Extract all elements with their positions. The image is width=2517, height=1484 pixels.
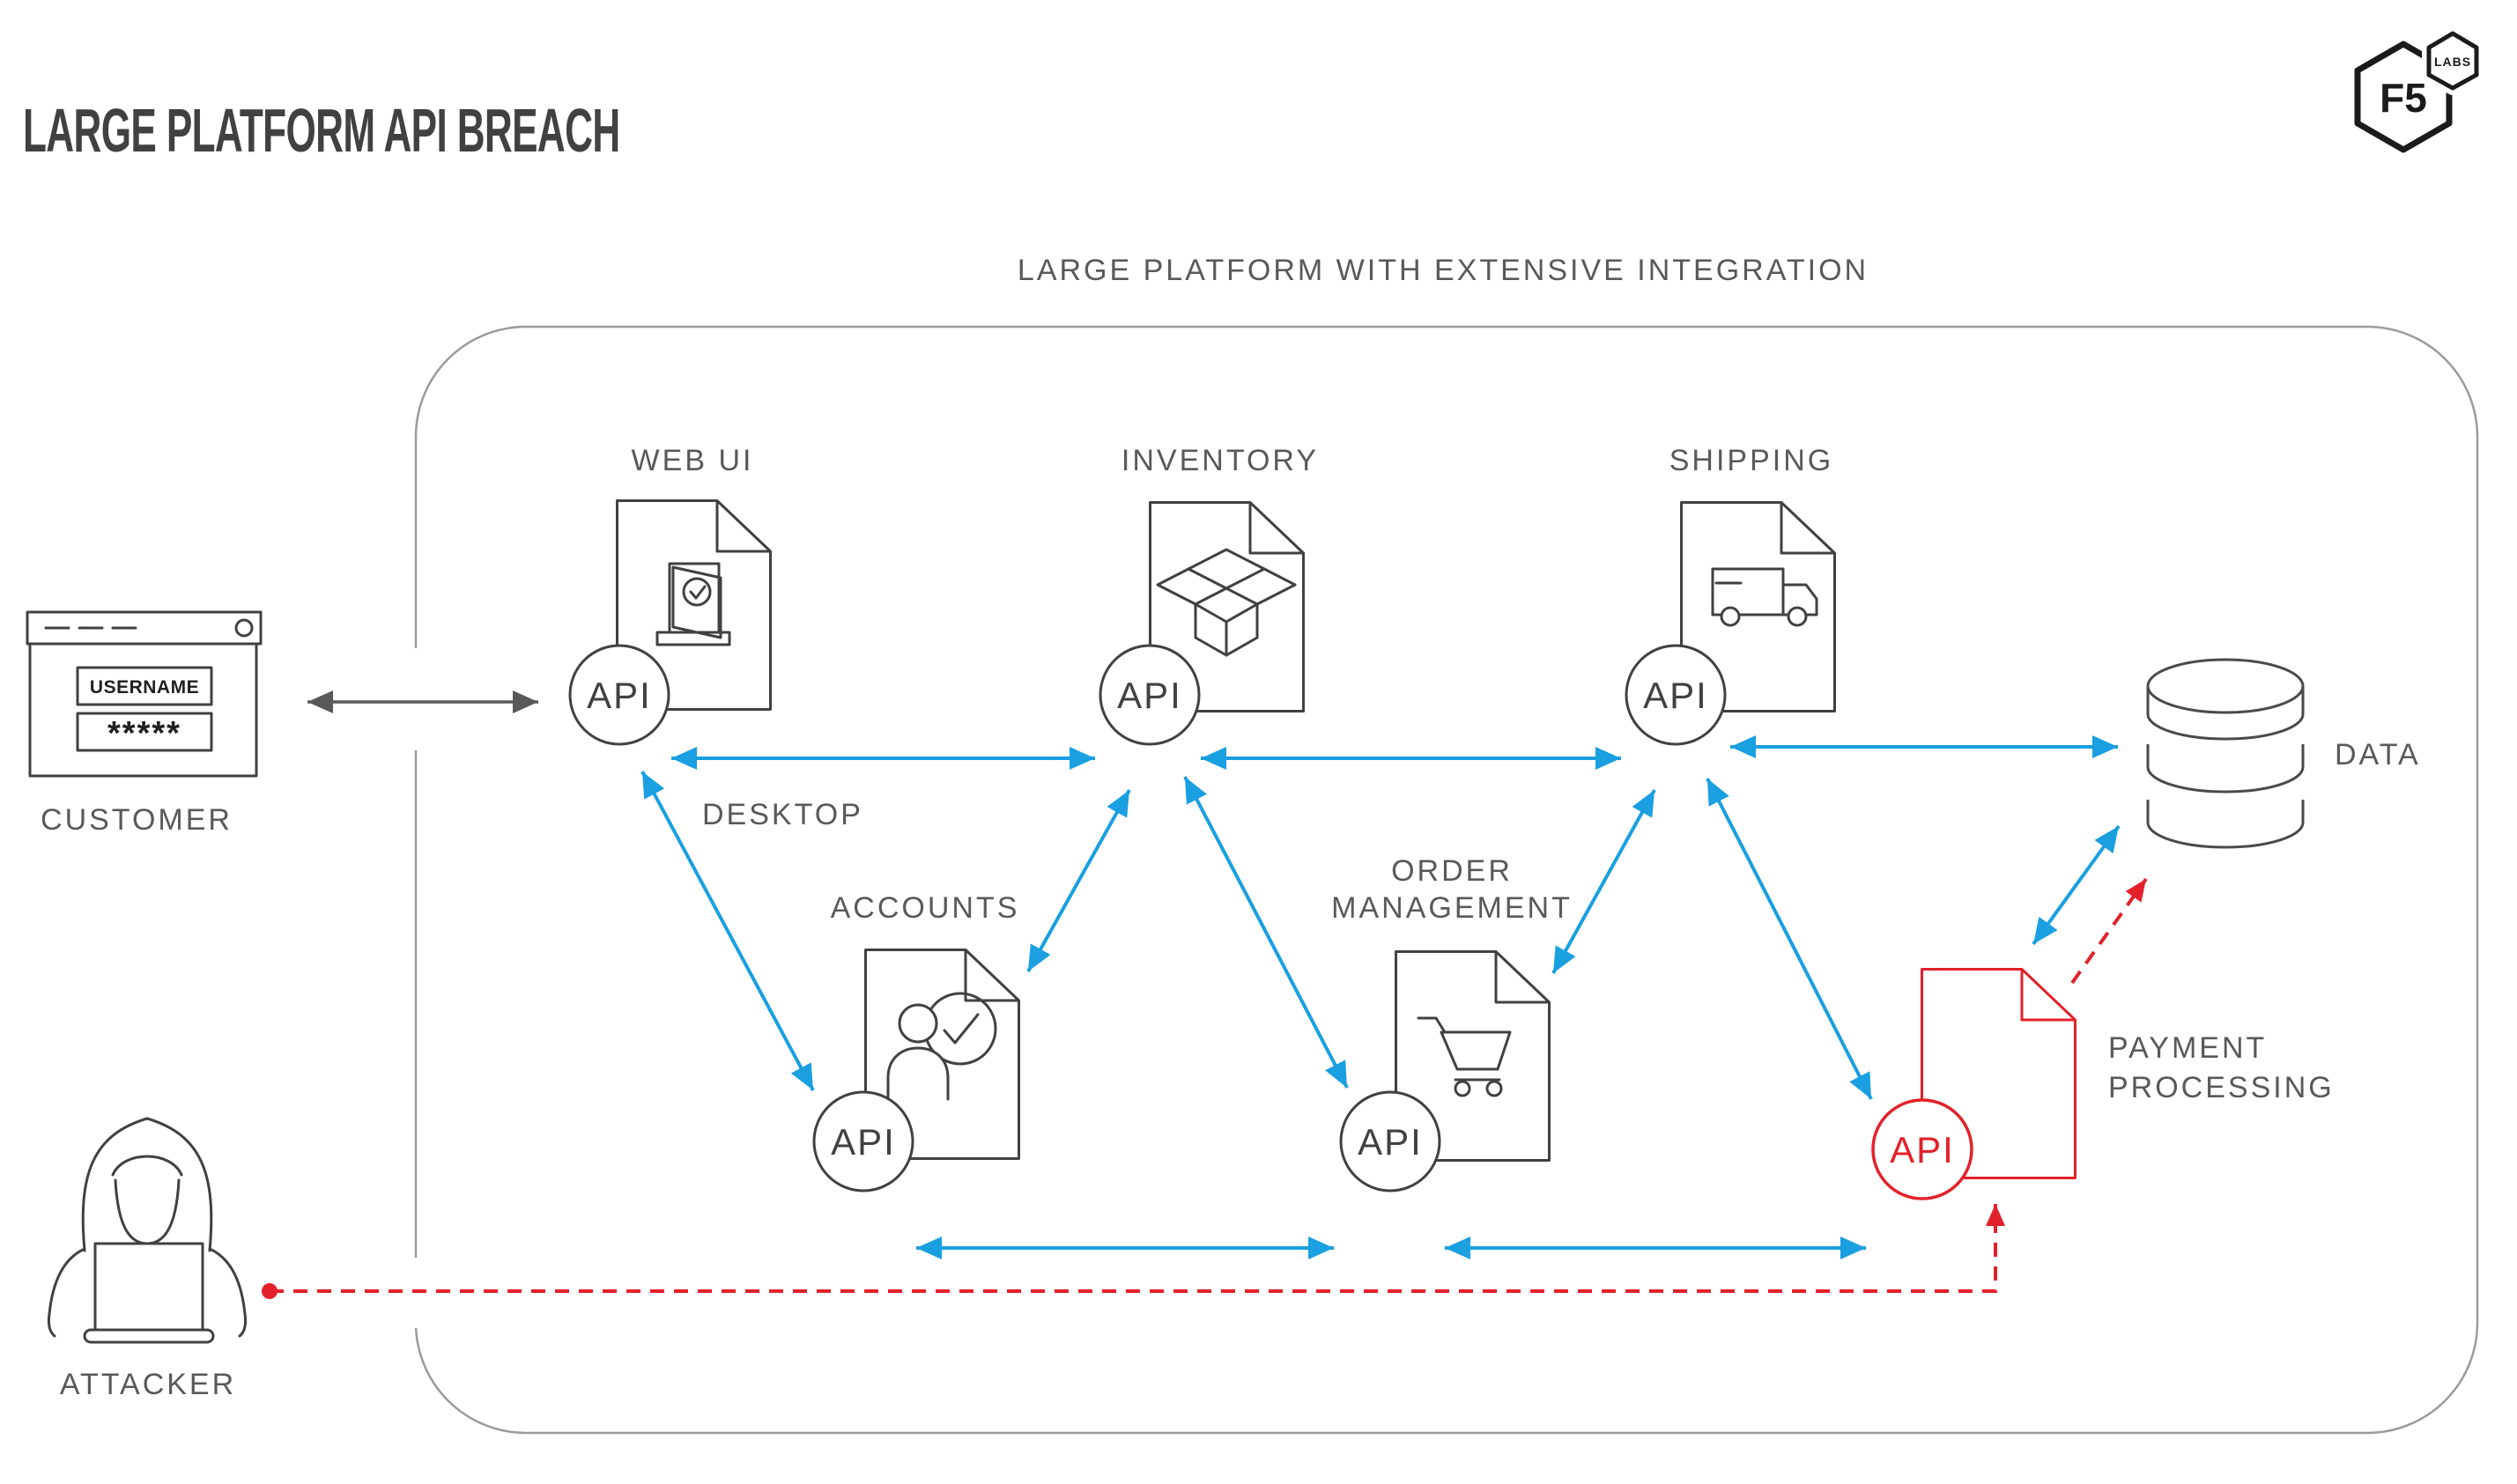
shipping-api-label: API <box>1643 675 1708 716</box>
attack-path-payment-to-data <box>2070 877 2148 985</box>
inventory-node: INVENTORY API <box>1099 444 1319 746</box>
link-shipping-ordermanagement <box>1551 789 1656 974</box>
browser-window-icon <box>26 610 263 778</box>
inventory-label: INVENTORY <box>1122 444 1319 477</box>
f5-logo-text: F5 <box>2380 75 2427 121</box>
web-ui-api-badge: API <box>568 644 670 746</box>
shipping-label: SHIPPING <box>1669 444 1833 477</box>
desktop-link-label: DESKTOP <box>702 798 863 831</box>
attacker-node: ATTACKER <box>47 1117 248 1401</box>
payment-processing-label-line1: PAYMENT <box>2108 1031 2267 1065</box>
link-webui-accounts <box>640 771 815 1091</box>
order-management-api-label: API <box>1358 1121 1423 1163</box>
customer-node: USERNAME ***** CUSTOMER <box>26 610 263 837</box>
attack-path-to-payment-api <box>270 1204 2005 1293</box>
link-inventory-ordermanagement <box>1183 776 1349 1089</box>
database-icon <box>2146 658 2305 849</box>
labs-hexagon-icon <box>2426 31 2479 91</box>
hooded-attacker-icon <box>47 1117 248 1344</box>
attack-paths <box>262 877 2148 1299</box>
browser-circle-icon <box>234 618 254 638</box>
shipping-api-badge: API <box>1625 644 1727 746</box>
inventory-api-badge: API <box>1099 644 1201 746</box>
laptop-base-icon <box>83 1328 215 1344</box>
shopping-cart-icon <box>1417 1016 1512 1097</box>
accounts-label: ACCOUNTS <box>831 891 1020 925</box>
link-shipping-payment <box>1706 778 1873 1100</box>
order-management-node: ORDER MANAGEMENT API <box>1331 854 1573 1192</box>
accounts-node: ACCOUNTS API <box>812 891 1020 1192</box>
payment-api-label: API <box>1890 1129 1955 1170</box>
open-box-icon <box>1156 548 1297 657</box>
delivery-truck-icon <box>1711 567 1818 627</box>
f5-labs-logo: F5 LABS <box>2354 26 2484 153</box>
web-ui-node: WEB UI API <box>568 444 772 746</box>
web-ui-api-label: API <box>587 675 652 716</box>
inventory-api-label: API <box>1117 675 1182 716</box>
labs-logo-text: LABS <box>2434 55 2471 69</box>
platform-boundary <box>414 325 2479 1435</box>
customer-label: CUSTOMER <box>41 803 233 837</box>
page-title: LARGE PLATFORM API BREACH <box>23 97 620 166</box>
order-management-label-line1: ORDER <box>1391 854 1513 888</box>
username-field <box>76 666 213 706</box>
payment-processing-node: PAYMENT PROCESSING API <box>1871 968 2335 1200</box>
link-inventory-accounts <box>1026 789 1131 972</box>
attacker-label: ATTACKER <box>60 1368 236 1401</box>
payment-processing-label-line2: PROCESSING <box>2108 1071 2335 1104</box>
password-field <box>76 712 213 752</box>
payment-api-badge: API <box>1871 1098 1973 1200</box>
page-title-text: LARGE PLATFORM API BREACH <box>23 97 620 166</box>
laptop-screen-icon <box>93 1242 204 1332</box>
user-check-icon <box>886 992 997 1101</box>
integration-links: DESKTOP <box>307 690 2121 1259</box>
username-value: USERNAME <box>90 677 199 698</box>
accounts-api-label: API <box>831 1121 896 1163</box>
boundary-gap-customer <box>403 648 428 750</box>
data-label: DATA <box>2335 738 2421 772</box>
platform-subtitle: LARGE PLATFORM WITH EXTENSIVE INTEGRATIO… <box>1018 254 1869 287</box>
door-check-icon <box>655 562 731 646</box>
link-payment-data <box>2032 824 2121 946</box>
web-ui-label: WEB UI <box>632 444 754 477</box>
order-management-api-badge: API <box>1339 1090 1441 1192</box>
password-mask-value: ***** <box>107 715 181 752</box>
accounts-api-badge: API <box>812 1090 914 1192</box>
data-node: DATA <box>2146 658 2421 849</box>
order-management-label-line2: MANAGEMENT <box>1331 891 1573 925</box>
shipping-node: SHIPPING API <box>1625 444 1836 746</box>
